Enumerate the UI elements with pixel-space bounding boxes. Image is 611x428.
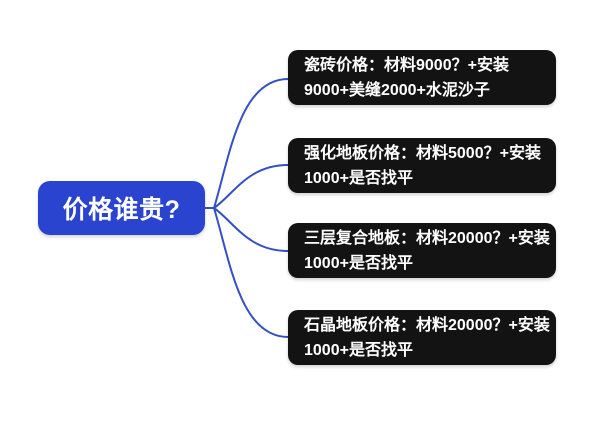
- branch-node-laminate-floor-price[interactable]: 强化地板价格：材料5000？+安装 1000+是否找平: [288, 138, 556, 193]
- branch-text-line: 石晶地板价格：材料20000？+安装: [304, 316, 550, 334]
- connector-branch-3: [204, 207, 289, 252]
- branch-text-line: 1000+是否找平: [304, 341, 413, 359]
- branch-node-stone-crystal-floor-price[interactable]: 石晶地板价格：材料20000？+安装 1000+是否找平: [288, 310, 556, 365]
- branch-text-line: 强化地板价格：材料5000？+安装: [304, 144, 541, 162]
- branch-text-line: 1000+是否找平: [304, 254, 413, 272]
- branch-text-line: 9000+美缝2000+水泥沙子: [304, 81, 490, 99]
- branch-node-ceramic-tile-price[interactable]: 瓷砖价格：材料9000？+安装 9000+美缝2000+水泥沙子: [288, 50, 556, 105]
- branch-text-line: 1000+是否找平: [304, 169, 413, 187]
- root-node[interactable]: 价格谁贵?: [38, 181, 205, 235]
- connector-branch-4: [204, 207, 289, 338]
- root-node-label: 价格谁贵?: [62, 196, 181, 224]
- branch-node-three-layer-engineered-floor[interactable]: 三层复合地板：材料20000？+安装 1000+是否找平: [288, 223, 556, 278]
- connector-branch-2: [204, 164, 289, 209]
- branch-text-line: 瓷砖价格：材料9000？+安装: [304, 56, 509, 74]
- branch-text-line: 三层复合地板：材料20000？+安装: [304, 229, 550, 247]
- connector-branch-1: [204, 78, 289, 209]
